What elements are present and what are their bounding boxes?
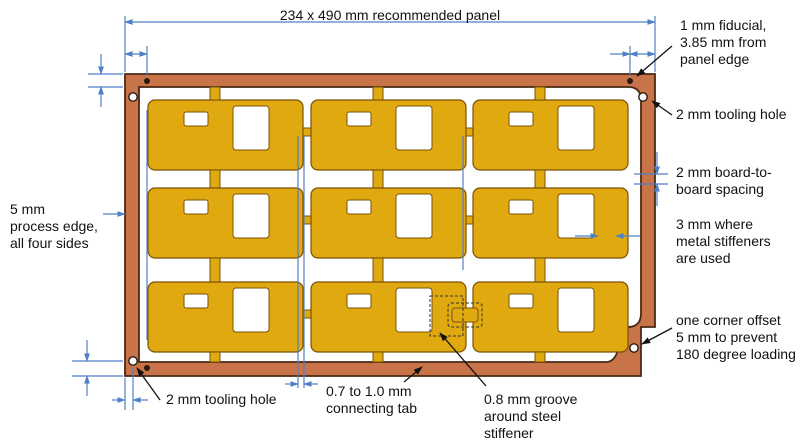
board-cutout bbox=[557, 287, 595, 333]
board bbox=[310, 187, 467, 259]
tooling-hole-right-label: 2 mm tooling hole bbox=[676, 106, 787, 122]
connecting-tab bbox=[302, 127, 312, 137]
panel-width-label: 234 x 490 mm recommended panel bbox=[280, 7, 500, 23]
connecting-tab bbox=[209, 351, 221, 363]
groove-label-line1: 0.8 mm groove bbox=[484, 391, 578, 407]
board bbox=[472, 187, 629, 259]
process-edge-frame bbox=[124, 73, 656, 377]
board-cutout bbox=[508, 111, 534, 127]
fiducial-label-line1: 1 mm fiducial, bbox=[680, 17, 766, 33]
tooling-hole-bottom-label: 2 mm tooling hole bbox=[166, 391, 277, 407]
board-cutout bbox=[183, 111, 209, 127]
stiffener-spacing-label-line1: 3 mm where bbox=[676, 216, 753, 232]
groove-label-line2: around steel bbox=[484, 408, 561, 424]
fiducial-icon bbox=[144, 78, 150, 84]
connecting-tab bbox=[534, 169, 546, 189]
board bbox=[472, 281, 629, 353]
process-edge-label-line2: process edge, bbox=[10, 218, 98, 234]
connecting-tab bbox=[372, 169, 384, 189]
board bbox=[147, 281, 304, 353]
board-cutout bbox=[346, 199, 372, 215]
frame-shape bbox=[124, 73, 656, 377]
board bbox=[147, 99, 304, 171]
connecting-tab bbox=[534, 257, 546, 283]
board-cutout bbox=[183, 293, 209, 309]
groove-outline bbox=[429, 295, 483, 337]
board bbox=[310, 99, 467, 171]
connecting-tab bbox=[465, 127, 474, 137]
connecting-tab bbox=[372, 351, 384, 363]
board-array bbox=[147, 86, 629, 363]
tooling-hole-icon bbox=[128, 356, 138, 366]
board bbox=[147, 187, 304, 259]
connecting-tab bbox=[465, 215, 474, 225]
leader-lines bbox=[136, 45, 673, 401]
process-edge-label-line1: 5 mm bbox=[10, 201, 45, 217]
connecting-tab bbox=[372, 257, 384, 283]
connecting-tab bbox=[372, 86, 384, 101]
connecting-tab bbox=[209, 257, 221, 283]
corner-offset-label-line2: 5 mm to prevent bbox=[676, 329, 777, 345]
stiffener-spacing-label-line2: metal stiffeners bbox=[676, 233, 771, 249]
connecting-tab-label-line1: 0.7 to 1.0 mm bbox=[326, 383, 412, 399]
board-cutout bbox=[232, 105, 270, 151]
board bbox=[472, 99, 629, 171]
dimension-lines bbox=[72, 16, 668, 410]
board-spacing-label-line1: 2 mm board-to- bbox=[676, 164, 772, 180]
board bbox=[310, 281, 467, 353]
connecting-tab-label-line2: connecting tab bbox=[326, 400, 417, 416]
board-cutout bbox=[557, 193, 595, 239]
board-cutout bbox=[346, 111, 372, 127]
panel-markers bbox=[128, 78, 648, 371]
process-edge-label-line3: all four sides bbox=[10, 235, 89, 251]
tooling-hole-icon bbox=[128, 92, 138, 102]
fiducial-icon bbox=[144, 365, 150, 371]
fiducial-label-line2: 3.85 mm from bbox=[680, 34, 766, 50]
connecting-tab bbox=[534, 86, 546, 101]
board-spacing-label-line2: board spacing bbox=[676, 181, 764, 197]
board-cutout bbox=[183, 199, 209, 215]
stiffener-spacing-label-line3: are used bbox=[676, 250, 730, 266]
tooling-hole-icon bbox=[638, 92, 648, 102]
board-cutout bbox=[232, 193, 270, 239]
board-cutout bbox=[557, 105, 595, 151]
board-cutout bbox=[508, 199, 534, 215]
corner-offset-label-line1: one corner offset bbox=[676, 312, 781, 328]
board-cutout bbox=[395, 105, 433, 151]
stiffener-tab bbox=[451, 307, 479, 323]
board-cutout bbox=[346, 293, 372, 309]
fiducial-label-line3: panel edge bbox=[680, 51, 750, 67]
tooling-hole-icon bbox=[629, 343, 639, 353]
connecting-tab bbox=[209, 169, 221, 189]
board-cutout bbox=[508, 293, 534, 309]
board-cutout bbox=[395, 193, 433, 239]
fiducial-icon bbox=[627, 78, 633, 84]
groove-label-line3: stiffener bbox=[484, 425, 534, 441]
connecting-tab bbox=[209, 86, 221, 101]
connecting-tab bbox=[534, 351, 546, 363]
board-cutout bbox=[232, 287, 270, 333]
corner-offset-label-line3: 180 degree loading bbox=[676, 346, 796, 362]
board-cutout bbox=[395, 287, 433, 333]
labels: 234 x 490 mm recommended panel 1 mm fidu… bbox=[10, 7, 796, 441]
